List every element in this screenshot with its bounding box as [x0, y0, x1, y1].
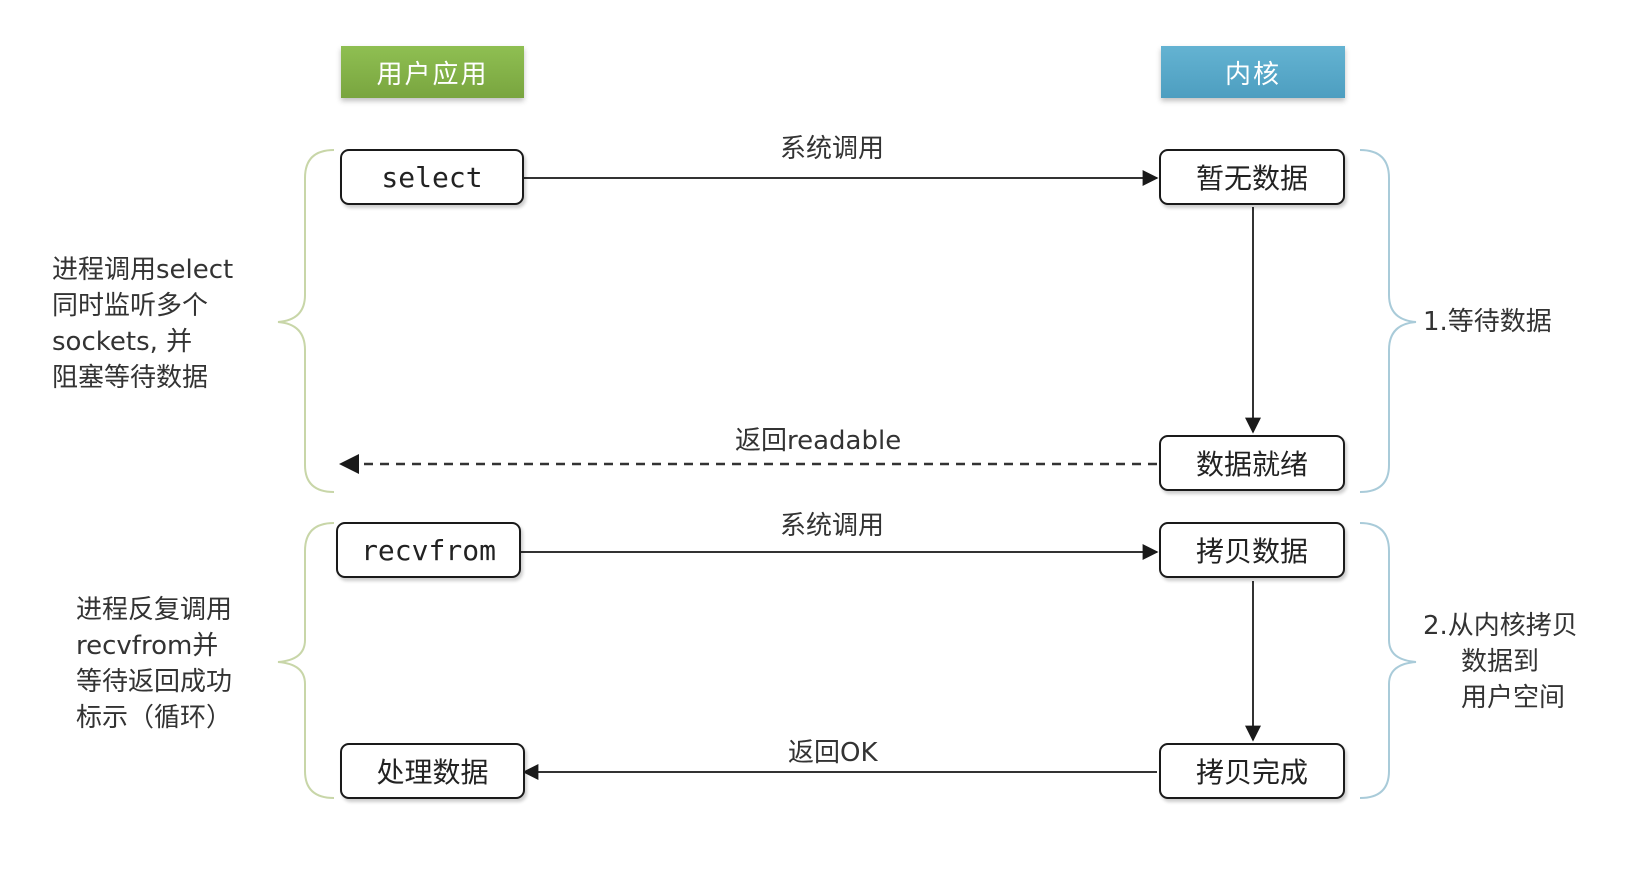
left-note-phase2-line: 标示（循环） [76, 703, 233, 733]
kernel-header: 内核 [1161, 46, 1345, 98]
left-note-phase1-line: 同时监听多个 [52, 291, 209, 321]
label-return-readable: 返回readable [735, 426, 902, 456]
right-note-phase2-line: 用户空间 [1461, 683, 1566, 713]
left-brace-phase1 [277, 149, 335, 493]
no-data-box: 暂无数据 [1159, 149, 1345, 205]
right-note-phase2: 2.从内核拷贝 数据到 用户空间 [1423, 608, 1578, 716]
left-note-phase2-line: 等待返回成功 [76, 667, 233, 697]
user-app-header: 用户应用 [341, 46, 524, 98]
left-note-phase1-line: 阻塞等待数据 [52, 363, 209, 393]
right-brace-phase2 [1359, 522, 1417, 799]
left-note-phase1-line: 进程调用select [52, 255, 234, 285]
left-note-phase1-line: sockets, 并 [52, 327, 193, 357]
label-syscall-1: 系统调用 [780, 134, 885, 164]
copy-data-box: 拷贝数据 [1159, 522, 1345, 578]
left-brace-phase2 [277, 522, 335, 799]
left-note-phase2-line: recvfrom并 [76, 631, 219, 661]
data-ready-box: 数据就绪 [1159, 435, 1345, 491]
right-brace-phase1 [1359, 149, 1417, 493]
left-note-phase2-line: 进程反复调用 [76, 595, 233, 625]
right-note-phase1: 1.等待数据 [1423, 304, 1552, 340]
recvfrom-box: recvfrom [336, 522, 521, 578]
left-note-phase2: 进程反复调用 recvfrom并 等待返回成功 标示（循环） [76, 592, 232, 736]
right-note-phase2-line: 2.从内核拷贝 [1423, 611, 1578, 641]
select-box: select [340, 149, 524, 205]
label-return-ok: 返回OK [788, 738, 878, 768]
right-note-phase2-line: 数据到 [1461, 647, 1540, 677]
label-syscall-2: 系统调用 [780, 511, 885, 541]
right-note-phase1-line: 1.等待数据 [1423, 307, 1552, 337]
process-data-box: 处理数据 [340, 743, 525, 799]
copy-done-box: 拷贝完成 [1159, 743, 1345, 799]
left-note-phase1: 进程调用select 同时监听多个 sockets, 并 阻塞等待数据 [52, 252, 233, 396]
